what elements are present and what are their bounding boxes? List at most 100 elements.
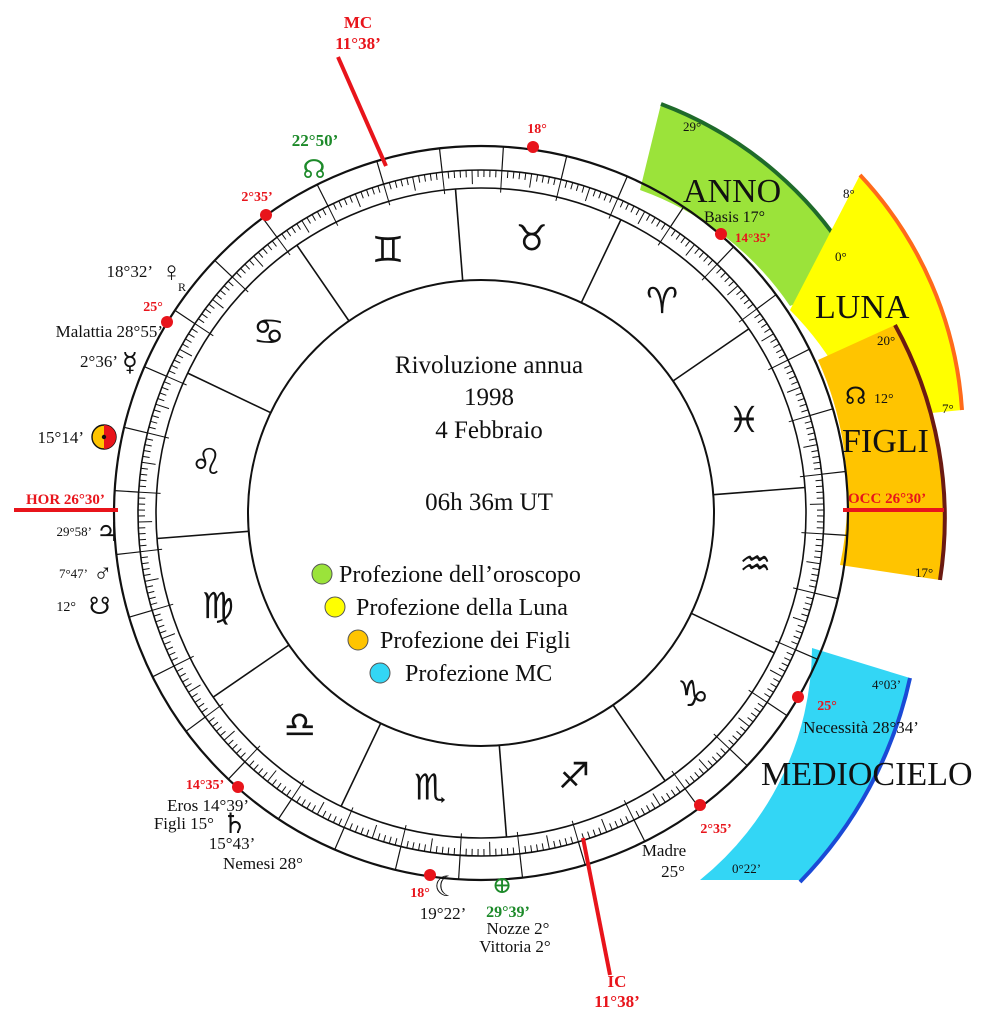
degree-tick xyxy=(176,667,184,672)
degree-tick xyxy=(223,285,230,291)
degree-tick xyxy=(698,759,709,771)
degree-tick xyxy=(157,624,165,628)
figli-label: FIGLI xyxy=(842,423,929,460)
degree-tick xyxy=(720,748,726,754)
degree-tick xyxy=(516,831,521,854)
sign-divider xyxy=(690,612,775,654)
degree-tick xyxy=(171,657,178,662)
degree-tick xyxy=(707,259,714,266)
degree-tick xyxy=(546,835,550,850)
degree-tick xyxy=(698,251,705,258)
degree-tick xyxy=(227,739,234,746)
degree-tick xyxy=(161,633,176,640)
degree-tick xyxy=(541,175,544,183)
degree-tick xyxy=(795,392,803,396)
degree-tick xyxy=(637,211,646,225)
degree-tick xyxy=(651,802,656,809)
legend-swatch-mc xyxy=(369,662,391,684)
time-line: 06h 36m UT xyxy=(425,489,553,516)
degree-tick xyxy=(205,703,224,718)
degree-tick xyxy=(366,829,370,837)
sign-divider xyxy=(612,704,666,782)
outer-tick xyxy=(617,176,628,199)
sign-divider xyxy=(498,745,508,838)
degree-tick xyxy=(171,364,178,369)
degree-tick xyxy=(338,200,343,208)
degree-tick xyxy=(343,198,348,206)
degree-tick xyxy=(286,230,292,237)
sign-glyph: ♑ xyxy=(677,674,709,715)
degree-tick xyxy=(139,538,147,541)
vittoria-label: Vittoria 2° xyxy=(479,937,550,956)
legend: Profezione dell’oroscopo Profezione dell… xyxy=(311,562,581,687)
mediocielo-start: 4°03’ xyxy=(872,677,901,692)
degree-tick xyxy=(530,845,533,853)
degree-tick xyxy=(151,603,174,611)
luna-start: 8° xyxy=(843,186,855,201)
outer-tick xyxy=(334,827,345,850)
degree-tick xyxy=(163,381,171,385)
sign-divider xyxy=(340,722,382,807)
outer-tick xyxy=(458,855,461,880)
degree-tick xyxy=(223,730,235,741)
degree-tick xyxy=(813,461,821,464)
degree-tick xyxy=(267,770,277,782)
degree-tick xyxy=(518,172,521,180)
degree-tick xyxy=(670,789,676,796)
degree-tick xyxy=(354,825,359,833)
degree-tick xyxy=(236,272,242,278)
degree-tick xyxy=(142,568,150,571)
legend-swatch-luna xyxy=(324,596,346,618)
degree-tick xyxy=(707,760,714,767)
degree-tick xyxy=(814,556,822,559)
degree-tick xyxy=(570,182,574,190)
degree-tick xyxy=(506,171,509,179)
mediocielo-band xyxy=(700,648,910,880)
degree-tick xyxy=(701,263,718,281)
sign-glyph: ♈ xyxy=(646,281,678,322)
degree-tick xyxy=(322,810,327,818)
degree-tick xyxy=(212,299,224,309)
outer-tick xyxy=(821,470,846,475)
degree-tick xyxy=(276,782,282,789)
degree-tick xyxy=(747,303,754,309)
southnode-icon: ☋ xyxy=(89,594,110,620)
degree-tick xyxy=(435,846,438,854)
degree-tick xyxy=(804,602,812,606)
degree-tick xyxy=(423,844,426,852)
degree-tick xyxy=(240,268,246,274)
degree-tick xyxy=(301,220,310,233)
marker-2-35-bottom xyxy=(694,799,706,811)
degree-tick xyxy=(812,455,820,458)
degree-tick xyxy=(262,771,268,779)
luna-end: 7° xyxy=(942,401,954,416)
mercury-icon: ☿ xyxy=(122,348,138,377)
degree-tick xyxy=(736,730,743,737)
degree-tick xyxy=(587,831,591,839)
sign-glyph: ♓ xyxy=(728,400,760,441)
degree-tick xyxy=(788,415,811,423)
degree-tick xyxy=(799,403,807,407)
degree-tick xyxy=(208,717,215,723)
venus-deg: 18°32’ xyxy=(107,262,153,281)
degree-tick xyxy=(338,818,343,826)
degree-tick xyxy=(806,561,821,565)
wheel: ♈♉♊♋♌♍♎♏♐♑♒♓ xyxy=(112,144,850,882)
outer-tick xyxy=(669,206,685,228)
degree-tick xyxy=(140,556,148,559)
label-18-top: 18° xyxy=(527,122,547,137)
degree-tick xyxy=(698,768,705,775)
axis-labels: MC 11°38’ IC 11°38’ HOR 26°30’ OCC 26°30… xyxy=(26,13,926,1011)
degree-tick xyxy=(804,420,812,424)
degree-tick xyxy=(140,467,148,470)
degree-tick xyxy=(163,641,171,645)
year-line: 1998 xyxy=(464,384,514,411)
figli-end: 17° xyxy=(915,565,933,580)
venus-retro: R xyxy=(178,280,186,294)
degree-tick xyxy=(657,226,671,246)
degree-tick xyxy=(150,602,158,606)
degree-tick xyxy=(205,308,212,314)
outer-tick xyxy=(823,533,848,536)
degree-tick xyxy=(792,616,807,623)
degree-tick xyxy=(194,698,202,703)
